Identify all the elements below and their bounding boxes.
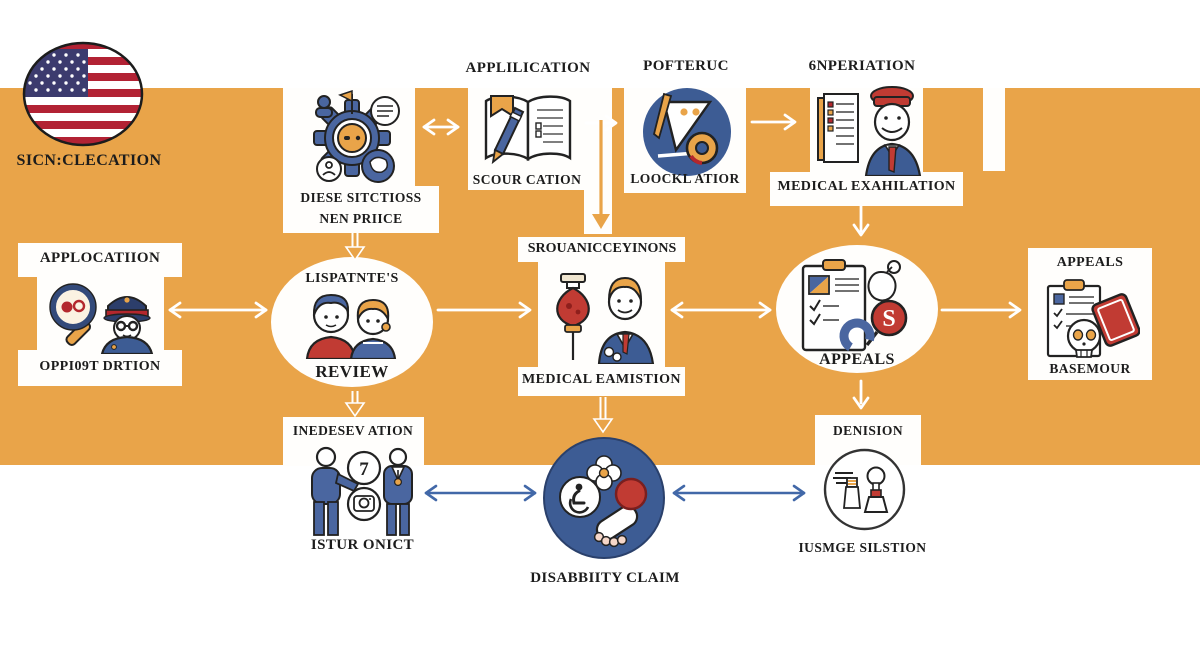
examination-caption-panel [770,172,963,206]
decision-caption: IUSMGE SILSTION [798,540,927,555]
medical-caption: MEDICAL EAMISTION [522,372,681,387]
examination-title: 6NPERIATION [808,58,916,74]
examiner-person-icon [817,86,922,176]
claimants-icon [305,293,397,359]
appeals-box-caption: BASEMOUR [1049,361,1131,376]
claim-caption: DISABBIITY CLAIM [530,570,680,586]
drafting-caption: LOOCKL ATIOR [630,171,740,186]
gear-caption-line2: NEN PRIICE [319,211,403,226]
applocation-caption-panel [18,350,182,386]
white-strip-1 [584,88,612,234]
magnifier-officer-icon [49,283,154,354]
drafting-title: POFTERUC [643,58,729,74]
examination-caption: MEDICAL EXAHILATION [777,179,956,194]
medicine-person-icon [556,273,655,364]
application-caption: SCOUR CATION [472,172,582,187]
gear-caption-panel [283,186,439,233]
us-flag-icon [22,41,144,147]
application-title: APPLILICATION [465,60,591,76]
disability-claim-icon [543,437,665,559]
gear-services-icon [313,90,400,183]
magnifier-letter: S [882,306,895,332]
applocation-title: APPLOCATIION [39,250,161,266]
review-title: LISPATNTE'S [305,271,399,286]
speech-bubble-text: 7 [359,459,369,480]
decision-stamp-icon [823,448,906,531]
decision-title: DENISION [833,423,903,438]
white-strip-2 [983,88,1005,171]
applocation-caption: OPPI09T DRTION [39,359,161,374]
flag-label: SICN:CLECATION [16,152,162,169]
interview-caption: ISTUR ONICT [310,537,415,553]
appeals-box-title: APPEALS [1056,255,1124,270]
application-book-pen-icon [484,95,572,165]
applocation-title-panel [18,243,182,277]
appeals-circle-caption: APPEALS [819,351,895,368]
appeals-documents-icon: S [801,259,908,354]
review-caption: REVIEW [315,362,389,381]
medical-caption-panel [518,367,685,396]
review-node [271,257,433,387]
medical-title-panel [518,237,685,262]
gear-caption-line1: DIESE SITCTIOSS [300,190,422,205]
denied-claim-icon [1046,279,1140,358]
drafting-tools-icon [643,88,731,176]
medical-title: SROUANICCEYINONS [527,241,677,256]
interview-people-icon: 7 [311,446,413,536]
interview-title: INEDESEV ATION [292,423,414,438]
